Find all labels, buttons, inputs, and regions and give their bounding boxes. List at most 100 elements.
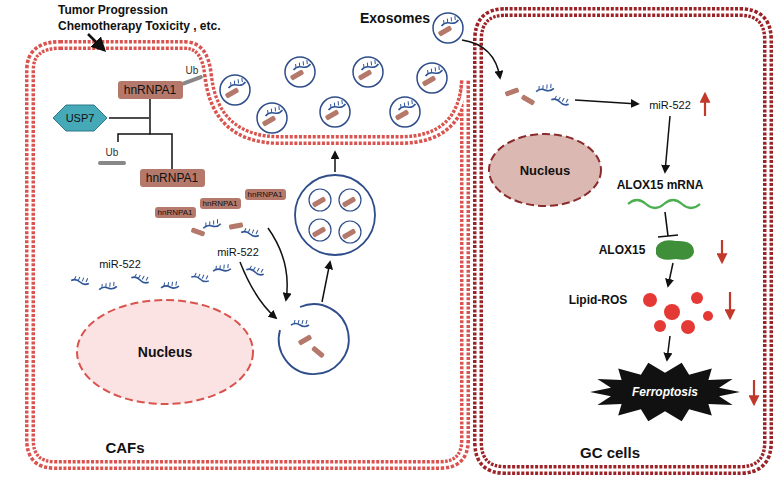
multivesicular-body xyxy=(295,175,375,255)
mirna-tick xyxy=(109,283,111,287)
mirna-tick xyxy=(146,277,148,281)
mirna-tick xyxy=(298,320,299,324)
hnrnpa1-rod xyxy=(312,226,327,237)
mirna-strand xyxy=(203,222,221,230)
mirna-tick xyxy=(74,276,76,280)
label-text: Exosomes xyxy=(360,10,430,26)
connector xyxy=(150,99,172,169)
mirna-tick xyxy=(542,85,544,89)
mirna-tick xyxy=(446,19,448,23)
hnrnpa1-rod xyxy=(521,94,536,105)
label-text: Ub xyxy=(106,147,119,158)
mirna-tick xyxy=(253,267,255,271)
mirna-tick xyxy=(562,98,564,102)
hnrnpa1-rod xyxy=(225,87,240,98)
hnrnpa1-rod xyxy=(395,109,410,120)
node-text: Nucleus xyxy=(520,163,571,178)
mirna-tick xyxy=(138,275,140,279)
hnrnpa1-rod xyxy=(298,334,313,345)
mirna-strand xyxy=(246,268,264,276)
label-text: Chemotherapy Toxicity , etc. xyxy=(58,19,221,33)
down-arrow xyxy=(753,380,755,404)
node-text: CAFs xyxy=(105,439,144,456)
mirna-tick xyxy=(252,229,254,233)
mirna-tick xyxy=(546,85,548,89)
label-text: miR-522 xyxy=(217,246,259,258)
mirna-tick xyxy=(256,230,258,234)
mirna-tick xyxy=(105,283,107,287)
loading-arrow xyxy=(240,262,276,318)
down-arrow xyxy=(721,240,723,262)
uptake-arrow xyxy=(462,40,500,78)
lipid-ros-droplet xyxy=(691,292,703,304)
protein-box: hnRNPA1 xyxy=(245,189,286,200)
label-text: miR-522 xyxy=(99,258,141,270)
node-text: Nucleus xyxy=(138,344,192,360)
mirna-tick xyxy=(198,274,200,278)
nucleus-ellipse xyxy=(489,134,601,206)
hnrnpa1-rod xyxy=(342,228,357,239)
mirna-tick xyxy=(407,101,409,105)
mirna-tick xyxy=(168,282,169,286)
mirna-strand xyxy=(328,103,346,112)
mirna-tick xyxy=(249,266,251,270)
mirna-glyph xyxy=(397,99,416,111)
mirna-tick xyxy=(274,107,276,111)
intraluminal-vesicle xyxy=(339,221,361,243)
mirna-tick xyxy=(244,228,246,232)
mirna-tick xyxy=(306,320,307,324)
inhibition-line xyxy=(658,212,678,237)
label-text: ALOX15 xyxy=(599,243,646,257)
stimulus-arrow xyxy=(88,34,104,50)
node-text: hnRNPA1 xyxy=(146,171,198,185)
node-text: GC cells xyxy=(580,444,640,461)
caf-membrane xyxy=(30,45,465,465)
mirna-tick xyxy=(278,106,280,110)
protein-box: hnRNPA1 xyxy=(118,81,183,99)
mirna-tick xyxy=(209,221,211,225)
mirna-glyph xyxy=(98,282,117,292)
nucleus: Nucleus xyxy=(487,132,603,208)
ubiquitin-stick xyxy=(181,75,203,86)
mirna-glyph xyxy=(71,276,90,286)
node-text: hnRNPA1 xyxy=(248,190,283,199)
exosome xyxy=(433,13,463,43)
mirna-tick xyxy=(202,275,204,279)
mirna-tick xyxy=(227,264,229,268)
mirna-strand xyxy=(361,63,379,72)
mirna-tick xyxy=(330,104,332,108)
mirna-tick xyxy=(403,103,405,107)
mirna-tick xyxy=(82,277,84,281)
mirna-tick xyxy=(78,277,80,281)
mirna-glyph xyxy=(202,219,221,230)
enzyme-hexagon: USP7 xyxy=(53,105,107,131)
mirna-tick xyxy=(366,63,368,67)
mirna-tick xyxy=(294,320,295,324)
gc-membrane xyxy=(478,12,768,470)
mirna-tick xyxy=(298,63,300,67)
mirna-strand xyxy=(191,276,209,283)
mirna-tick xyxy=(550,84,552,88)
mirna-glyph xyxy=(291,320,309,327)
mirna-tick xyxy=(101,284,103,288)
mirna-glyph xyxy=(246,265,265,276)
label-text: Lipid-ROS xyxy=(569,293,628,307)
exosome xyxy=(353,57,383,87)
mirna-glyph xyxy=(424,65,443,77)
mirna-strand xyxy=(293,63,311,72)
secretion-arrow xyxy=(334,152,336,172)
exosome xyxy=(417,63,447,93)
mirna-glyph xyxy=(292,59,311,71)
mirna-glyph xyxy=(212,264,231,273)
node-text: hnRNPA1 xyxy=(158,208,193,217)
release-arrow xyxy=(575,100,638,104)
node-text: USP7 xyxy=(66,112,95,124)
down-arrow xyxy=(729,292,731,318)
exosome xyxy=(257,103,287,133)
node-text: Ferroptosis xyxy=(632,385,698,399)
mirna-tick xyxy=(443,20,445,24)
lipid-ros-droplet xyxy=(681,320,695,334)
mirna-strand xyxy=(241,231,259,237)
exosome xyxy=(320,97,350,127)
mirna-tick xyxy=(217,219,219,223)
